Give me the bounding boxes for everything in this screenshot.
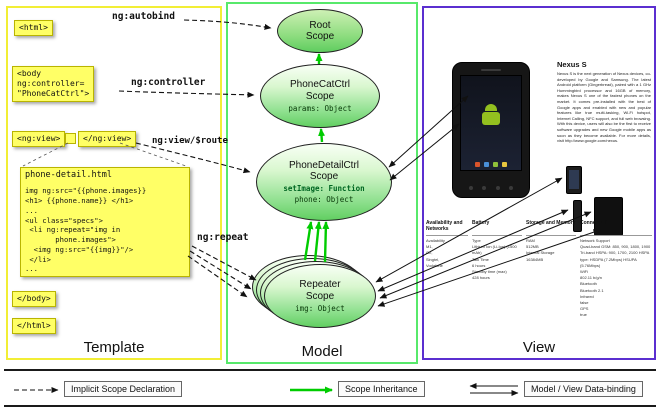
ng-repeat-label: ng:repeat <box>197 232 249 243</box>
body-close-tag-box: </body> <box>12 291 56 307</box>
phone-name-heading: Nexus S <box>557 60 587 69</box>
app-icon <box>475 162 480 167</box>
repeater-scope-prop: img: Object <box>295 303 345 313</box>
app-icon <box>493 162 498 167</box>
repeater-scope-ellipse: Repeater Scope img: Object <box>264 264 376 328</box>
spec-header-battery: Battery <box>472 220 522 236</box>
phonecatctrl-scope-prop: params: Object <box>288 103 352 113</box>
phonedetailctrl-setimage-prop: setImage: Function <box>283 184 365 194</box>
ng-view-close-box: </ng:view> <box>78 131 137 147</box>
ng-autobind-label: ng:autobind <box>112 11 175 22</box>
phone-key <box>508 186 513 190</box>
model-column-label: Model <box>301 343 343 360</box>
ng-view-route-label: ng:view/$route <box>152 136 228 146</box>
app-icon <box>502 162 507 167</box>
spec-header-connectivity: Connectivity <box>580 220 652 236</box>
legend-top-rule <box>4 369 656 371</box>
spec-rows-battery: Type Lithium Ion (Li-Ion) (1500 mAh) Tal… <box>472 238 517 281</box>
phone-speaker <box>481 69 501 71</box>
template-column-label: Template <box>83 339 145 356</box>
phone-app-dock <box>461 162 521 167</box>
phonecatctrl-scope-title: PhoneCatCtrl Scope <box>289 79 351 102</box>
root-scope-ellipse: Root Scope <box>277 9 363 53</box>
html-close-tag-box: </html> <box>12 318 56 334</box>
phonedetailctrl-scope-title: PhoneDetailCtrl Scope <box>288 159 360 182</box>
legend-inheritance-label: Scope Inheritance <box>338 381 425 397</box>
phone-key <box>482 186 487 190</box>
legend-bottom-rule <box>4 405 656 407</box>
code-box-lines: img ng:src="{{phone.images}} <h1> {{phon… <box>25 186 147 274</box>
app-icon <box>484 162 489 167</box>
spec-table: Availability and Networks Availability M… <box>426 220 652 352</box>
repeater-scope-title: Repeater Scope <box>299 279 341 302</box>
body-open-tag-box: <body ng:controller= "PhoneCatCtrl"> <box>12 66 95 102</box>
phone-detail-code-box: phone-detail.html img ng:src="{{phone.im… <box>20 167 190 277</box>
phone-description: Nexus S is the next generation of Nexus … <box>557 71 651 144</box>
phonecatctrl-scope-ellipse: PhoneCatCtrl Scope params: Object <box>260 64 380 128</box>
phonedetailctrl-scope-ellipse: PhoneDetailCtrl Scope setImage: Function… <box>256 143 392 221</box>
html-open-tag-box: <html> <box>14 20 53 36</box>
spec-header-availability: Availability and Networks <box>426 220 468 236</box>
root-scope-title: Root Scope <box>305 19 335 42</box>
spec-rows-availability: Availability M1, O2, Singtel, Vodafone <box>426 238 445 268</box>
phone-screen <box>460 75 522 171</box>
ng-controller-label: ng:controller <box>131 77 206 88</box>
phonedetailctrl-phone-prop: phone: Object <box>294 195 354 205</box>
nexus-phone-image <box>452 62 530 198</box>
phone-thumbnail-front <box>566 166 582 194</box>
legend-databinding-label: Model / View Data-binding <box>524 381 643 397</box>
spec-rows-storage: RAM 512MB Internal Storage 16384MB <box>526 238 555 262</box>
spec-rows-connectivity: Network Support Quad-band GSM: 850, 900,… <box>580 238 651 318</box>
phone-key <box>469 186 473 190</box>
view-column-label: View <box>522 339 556 356</box>
phone-key <box>495 186 500 190</box>
thumbnail-screen <box>569 170 579 189</box>
ng-view-open-box: <ng:view> <box>12 131 66 147</box>
phone-buttons <box>469 186 513 190</box>
ng-view-placeholder <box>65 133 76 144</box>
code-box-title: phone-detail.html <box>25 170 112 180</box>
legend-implicit-label: Implicit Scope Declaration <box>64 381 183 397</box>
android-robot-icon <box>482 104 500 125</box>
spec-header-storage: Storage and Memory <box>526 220 576 236</box>
